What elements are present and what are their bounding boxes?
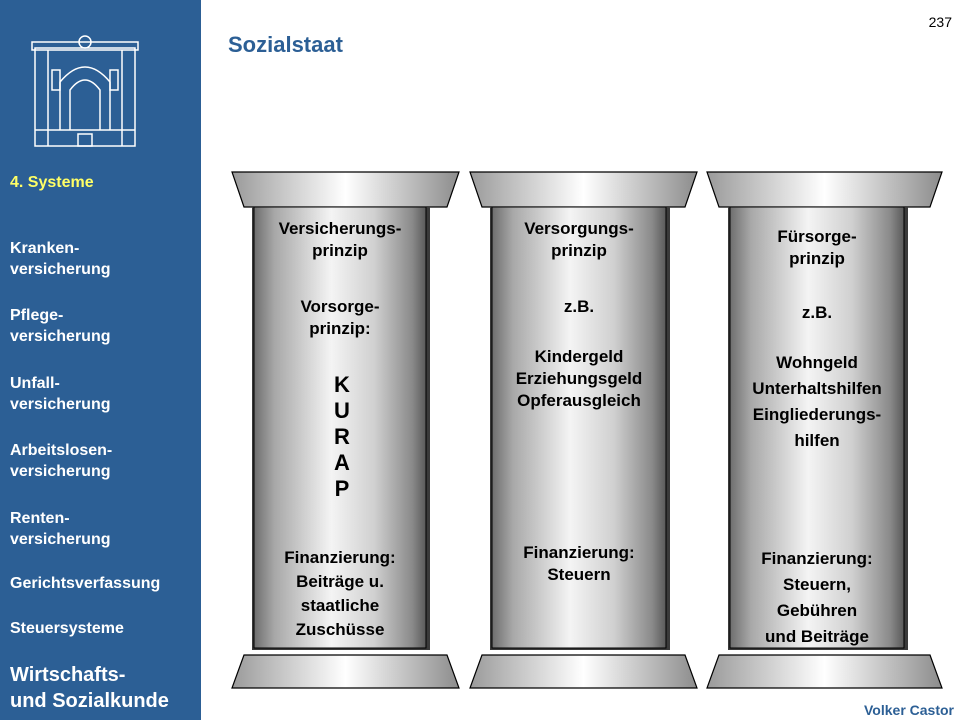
kurap-letter: R xyxy=(334,424,350,449)
sidebar-footer-line: Wirtschafts- xyxy=(10,664,126,686)
pillar-sub-line: prinzip: xyxy=(309,319,371,338)
finance-line: Finanzierung: xyxy=(761,549,873,568)
example-line: Unterhaltshilfen xyxy=(752,379,882,398)
sidebar-item-label: Pflege- xyxy=(10,307,64,324)
finance-line: Beiträge u. xyxy=(296,572,384,591)
pillar-2-shape xyxy=(469,171,698,689)
sidebar-item-label: versicherung xyxy=(10,328,111,345)
finance-line: staatliche xyxy=(300,596,380,615)
pillar-1-sub: Vorsorge- prinzip: xyxy=(254,296,426,340)
sidebar-item-steuersysteme[interactable]: Steuersysteme xyxy=(10,618,124,639)
sidebar-item-gerichtsverfassung[interactable]: Gerichtsverfassung xyxy=(10,573,160,594)
example-line: Eingliederungs- xyxy=(752,405,882,424)
pillar-2-heading: Versorgungs- prinzip xyxy=(492,218,666,262)
pillar-heading-line: prinzip xyxy=(312,241,368,260)
finance-line: Finanzierung: xyxy=(523,543,635,562)
finance-line: Steuern xyxy=(547,565,611,584)
sidebar: 4. Systeme Kranken- versicherung Pflege-… xyxy=(0,0,201,720)
sidebar-footer-title[interactable]: Wirtschafts- und Sozialkunde xyxy=(10,662,169,714)
sidebar-item-pflegeversicherung[interactable]: Pflege- versicherung xyxy=(10,305,110,347)
pillar-1-shape xyxy=(231,171,460,689)
sidebar-item-label: versicherung xyxy=(10,396,111,413)
sidebar-item-label: Gerichtsverfassung xyxy=(10,575,161,592)
finance-line: Gebühren xyxy=(776,601,858,620)
building-logo-icon xyxy=(31,35,139,147)
sidebar-item-label: versicherung xyxy=(10,531,111,548)
example-line: Erziehungsgeld xyxy=(515,369,643,388)
pillar-sub-line: z.B. xyxy=(563,297,595,316)
pillar-2-sub: z.B. xyxy=(492,296,666,318)
kurap-letter: A xyxy=(334,450,350,475)
pillar-3-heading: Fürsorge- prinzip xyxy=(730,226,904,270)
pillar-heading-line: prinzip xyxy=(789,249,845,268)
sidebar-item-rentenversicherung[interactable]: Renten- versicherung xyxy=(10,508,110,550)
finance-line: Finanzierung: xyxy=(284,548,396,567)
sidebar-item-label: versicherung xyxy=(10,261,111,278)
pillar-1-finance: Finanzierung: Beiträge u. staatliche Zus… xyxy=(254,546,426,642)
kurap-letter: U xyxy=(334,398,350,423)
example-line: Opferausgleich xyxy=(517,391,641,410)
author-name: Volker Castor xyxy=(864,702,954,718)
kurap-letter: P xyxy=(334,476,350,501)
pillar-3-finance: Finanzierung: Steuern, Gebühren und Beit… xyxy=(730,546,904,650)
pillar-heading-line: Fürsorge- xyxy=(777,227,857,246)
sidebar-item-label: Arbeitslosen- xyxy=(10,442,113,459)
page-title: Sozialstaat xyxy=(228,32,343,57)
sidebar-item-krankenversicherung[interactable]: Kranken- versicherung xyxy=(10,238,110,280)
pillar-heading-line: prinzip xyxy=(551,241,607,260)
finance-line: Zuschüsse xyxy=(295,620,385,639)
page-number: 237 xyxy=(928,14,952,30)
example-line: Kindergeld xyxy=(534,347,624,366)
pillar-3-shape xyxy=(706,171,943,689)
finance-line: und Beiträge xyxy=(765,627,869,646)
sidebar-item-unfallversicherung[interactable]: Unfall- versicherung xyxy=(10,373,110,415)
pillar-3-sub: z.B. xyxy=(730,302,904,324)
pillar-heading-line: Versicherungs- xyxy=(278,219,402,238)
finance-line: Steuern, xyxy=(782,575,852,594)
kurap-letter: K xyxy=(334,372,350,397)
sidebar-item-label: Renten- xyxy=(10,510,70,527)
pillar-sub-line: Vorsorge- xyxy=(300,297,380,316)
pillar-2-examples: Kindergeld Erziehungsgeld Opferausgleich xyxy=(492,346,666,412)
pillar-1-heading: Versicherungs- prinzip xyxy=(254,218,426,262)
sidebar-item-label: Unfall- xyxy=(10,375,60,392)
pillar-heading-line: Versorgungs- xyxy=(524,219,634,238)
sidebar-item-label: versicherung xyxy=(10,463,111,480)
sidebar-item-systeme[interactable]: 4. Systeme xyxy=(10,174,94,191)
example-line: hilfen xyxy=(794,431,840,450)
example-line: Wohngeld xyxy=(776,353,858,372)
pillar-sub-line: z.B. xyxy=(801,303,833,322)
sidebar-item-arbeitslosenversicherung[interactable]: Arbeitslosen- versicherung xyxy=(10,440,112,482)
sidebar-item-label: Kranken- xyxy=(10,240,80,257)
kurap-acronym: K U R A P xyxy=(322,372,362,502)
sidebar-item-label: Steuersysteme xyxy=(10,620,124,637)
pillar-2-finance: Finanzierung: Steuern xyxy=(492,542,666,586)
pillar-3-examples: Wohngeld Unterhaltshilfen Eingliederungs… xyxy=(730,350,904,454)
sidebar-footer-line: und Sozialkunde xyxy=(10,690,169,712)
